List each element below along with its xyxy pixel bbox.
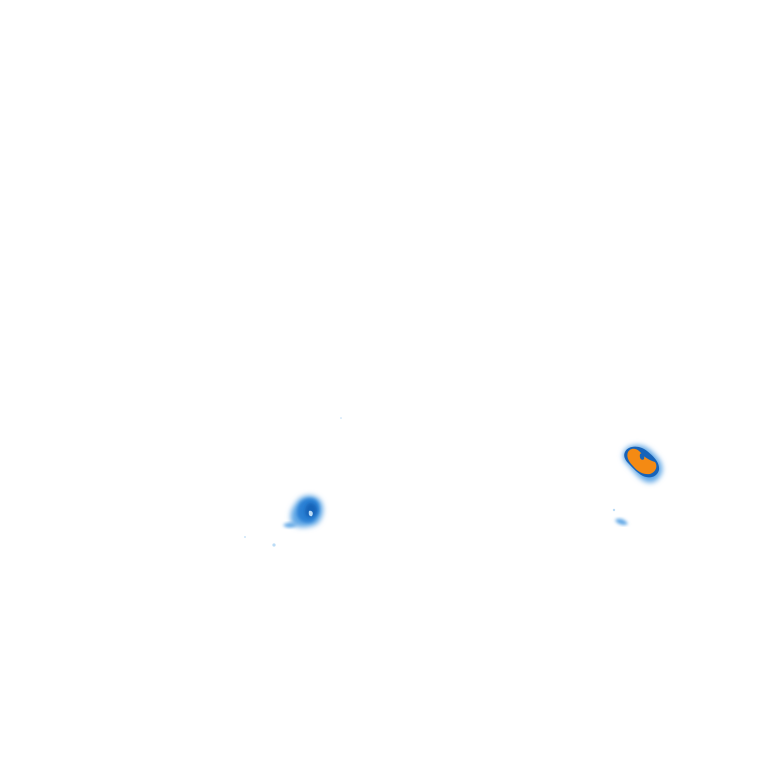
echo-cell-east-notch: [639, 453, 645, 460]
echo-cell-east-trail: [615, 518, 628, 525]
echo-cell-west-tail: [283, 522, 297, 528]
echo-cell-west: [244, 417, 342, 547]
echo-speck: [612, 508, 616, 512]
echo-speck: [244, 536, 246, 538]
echo-speck: [340, 417, 342, 419]
echo-cell-east-core: [627, 448, 657, 475]
echo-cell-east: [612, 445, 663, 525]
echo-cell-west-heavy: [305, 502, 318, 518]
echo-speck: [272, 543, 276, 547]
echo-cell-west-gap: [308, 510, 313, 517]
